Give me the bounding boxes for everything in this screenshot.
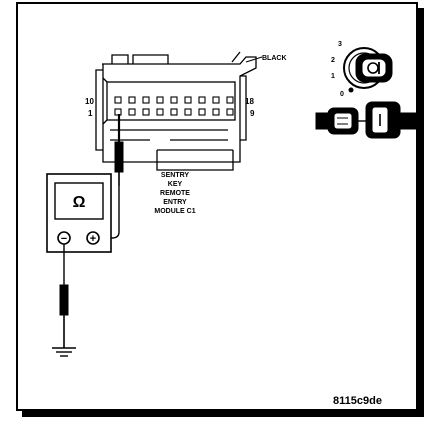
pin-top-9 — [226, 96, 234, 104]
module-label-line-1: SENTRY — [161, 172, 189, 179]
module-label-line-4: ENTRY — [163, 199, 187, 206]
pin-top-5 — [170, 96, 178, 104]
module-label-line-3: REMOTE — [160, 190, 190, 197]
connector — [95, 51, 257, 171]
ignition-position-3: 3 — [338, 41, 342, 48]
pin-bottom-2 — [128, 108, 136, 116]
meter-minus-symbol: − — [61, 233, 67, 245]
ignition-pointer-dot — [348, 87, 354, 93]
pin-row-top — [114, 96, 234, 104]
pin-bottom-5 — [170, 108, 178, 116]
pin-number-bottom-right: 9 — [250, 109, 255, 118]
pin-bottom-8 — [212, 108, 220, 116]
module-label-line-2: KEY — [168, 181, 183, 188]
pin-top-4 — [156, 96, 164, 104]
pin-top-2 — [128, 96, 136, 104]
ignition-position-0: 0 — [340, 91, 344, 98]
pin-bottom-7 — [198, 108, 206, 116]
ignition-switch-icon — [343, 47, 393, 89]
ignition-position-1: 1 — [331, 73, 335, 80]
connector-color-label: BLACK — [262, 55, 287, 62]
ground-icon — [52, 347, 76, 357]
pin-top-8 — [212, 96, 220, 104]
pin-number-top-left: 10 — [85, 97, 94, 106]
pin-bottom-6 — [184, 108, 192, 116]
probe-lead-ground — [59, 244, 69, 348]
meter-plus-symbol: + — [90, 233, 96, 245]
pin-number-bottom-left: 1 — [88, 109, 93, 118]
pin-bottom-3 — [142, 108, 150, 116]
pin-top-1 — [114, 96, 122, 104]
ignition-position-2: 2 — [331, 57, 335, 64]
pin-bottom-9 — [226, 108, 234, 116]
probe-lead-red — [98, 114, 124, 239]
pin-row-bottom — [114, 108, 234, 116]
module-label-line-5: MODULE C1 — [154, 208, 195, 215]
meter-plus-terminal — [86, 231, 100, 245]
pin-bottom-4 — [156, 108, 164, 116]
figure-id: 8115c9de — [333, 395, 382, 407]
pin-number-top-right: 18 — [245, 97, 254, 106]
ohm-symbol: Ω — [73, 194, 86, 211]
pin-top-7 — [198, 96, 206, 104]
disconnected-connector-icon — [315, 101, 417, 139]
color-label-leader — [245, 56, 263, 63]
pin-top-6 — [184, 96, 192, 104]
ohmmeter — [46, 173, 112, 253]
pin-top-3 — [142, 96, 150, 104]
